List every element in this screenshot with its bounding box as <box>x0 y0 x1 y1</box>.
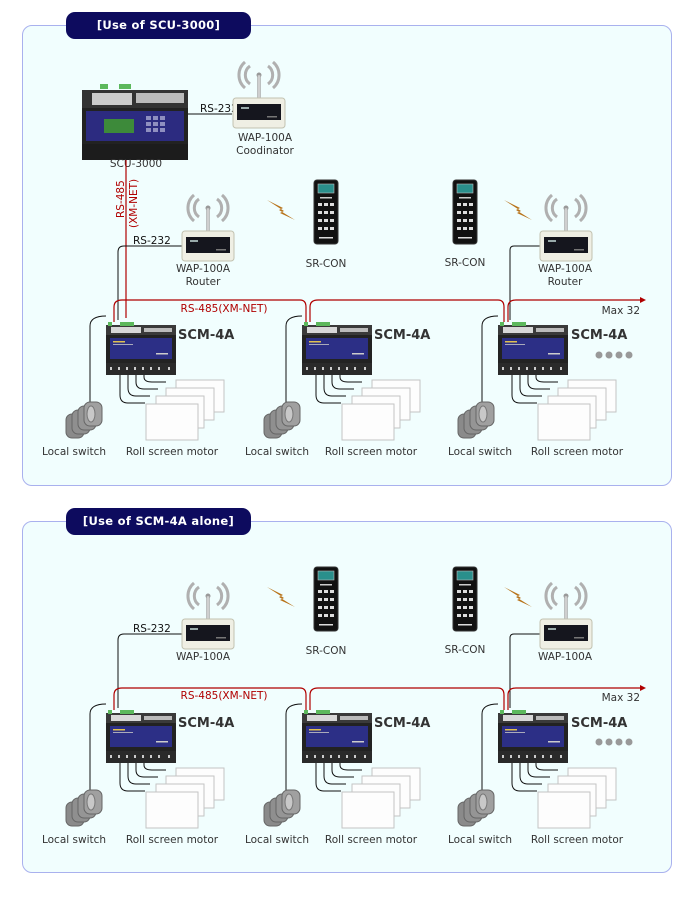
lightning-icon <box>504 587 532 607</box>
max-label: Max 32 <box>602 692 640 704</box>
module-name: SCM-4A <box>178 716 234 731</box>
local-switch-icon <box>457 401 495 439</box>
more-dots-icon <box>595 738 633 746</box>
router1-wire <box>117 633 182 708</box>
local-switch-icon <box>263 401 301 439</box>
motor-label: Roll screen motor <box>325 834 418 846</box>
bus-label: RS-485(XM-NET) <box>181 690 268 702</box>
local-switch-icon <box>65 789 103 827</box>
wap-device-2 <box>538 581 594 651</box>
remote2-label: SR-CON <box>445 257 486 269</box>
router1-link-label: RS-232 <box>133 623 171 635</box>
router2-name: WAP-100A <box>538 263 593 275</box>
module-group-2: SCM-4A Local switch Roll screen motor <box>245 703 430 846</box>
switch-label: Local switch <box>448 834 512 846</box>
local-switch-icon <box>65 401 103 439</box>
sr-con-remote-1 <box>313 179 339 245</box>
scm4a-module <box>498 710 568 763</box>
router1-name: WAP-100A <box>176 263 231 275</box>
router1-link-label: RS-232 <box>133 235 171 247</box>
bus-arrow-icon <box>640 297 646 303</box>
sr-con-remote-2 <box>452 179 478 245</box>
motor-label: Roll screen motor <box>531 446 624 458</box>
remote2-label: SR-CON <box>445 644 486 656</box>
switch-label: Local switch <box>245 446 309 458</box>
motor-label: Roll screen motor <box>325 446 418 458</box>
wap-coordinator-device <box>231 60 287 130</box>
scm4a-module <box>106 710 176 763</box>
switch-label: Local switch <box>42 446 106 458</box>
sr-con-remote-1 <box>313 566 339 632</box>
motor-label: Roll screen motor <box>126 834 219 846</box>
trunk-sublabel: (XM-NET) <box>128 179 140 228</box>
router2-role: Router <box>548 276 583 288</box>
scm4a-module <box>498 322 568 375</box>
router2-name: WAP-100A <box>538 651 593 663</box>
module-group-3: SCM-4A Local switch Roll screen motor <box>448 315 633 458</box>
section-scu3000: SCU-3000 RS-232 WAP-100A Coodinator RS-4… <box>42 60 646 458</box>
switch-label: Local switch <box>42 834 106 846</box>
switch-label: Local switch <box>448 446 512 458</box>
scm4a-module <box>106 322 176 375</box>
coordinator-role: Coodinator <box>236 145 294 157</box>
module-name: SCM-4A <box>374 328 430 343</box>
scu3000-label: SCU-3000 <box>110 158 162 170</box>
router1-name: WAP-100A <box>176 651 231 663</box>
bus-arrow-icon <box>640 685 646 691</box>
sr-con-remote-2 <box>452 566 478 632</box>
scm4a-module <box>302 322 372 375</box>
motor-label: Roll screen motor <box>126 446 219 458</box>
remote1-label: SR-CON <box>306 645 347 657</box>
router2-wire <box>509 245 540 320</box>
module-name: SCM-4A <box>374 716 430 731</box>
router1-wire <box>117 245 182 320</box>
rs485-bus-line <box>113 687 644 710</box>
module-group-1: SCM-4A Local switch Roll screen motor <box>42 703 234 846</box>
lightning-icon <box>267 587 295 607</box>
scm4a-module <box>302 710 372 763</box>
trunk-label: RS-485 <box>115 180 127 218</box>
bus-label: RS-485(XM-NET) <box>181 303 268 315</box>
wap-router1-device <box>180 193 236 263</box>
module-group-2: SCM-4A Local switch Roll screen motor <box>245 315 430 458</box>
module-name: SCM-4A <box>571 328 627 343</box>
scu3000-controller <box>82 84 188 160</box>
remote1-label: SR-CON <box>306 258 347 270</box>
module-group-1: SCM-4A Local switch Roll screen motor <box>42 315 234 458</box>
router2-wire <box>509 633 540 708</box>
motor-label: Roll screen motor <box>531 834 624 846</box>
module-name: SCM-4A <box>178 328 234 343</box>
wap-device-1 <box>180 581 236 651</box>
switch-label: Local switch <box>245 834 309 846</box>
coordinator-name: WAP-100A <box>238 132 293 144</box>
lightning-icon <box>504 200 532 220</box>
router1-role: Router <box>186 276 221 288</box>
module-group-3: SCM-4A Local switch Roll screen motor <box>448 703 633 846</box>
lightning-icon <box>267 200 295 220</box>
section-title-scu3000: [Use of SCU-3000] <box>66 12 251 39</box>
max-label: Max 32 <box>602 305 640 317</box>
local-switch-icon <box>457 789 495 827</box>
section-scm4a-alone: RS-232 WAP-100A SR-CON SR-CON WAP-100A R… <box>42 566 646 846</box>
more-dots-icon <box>595 351 633 359</box>
local-switch-icon <box>263 789 301 827</box>
wap-router2-device <box>538 193 594 263</box>
section-title-scm4a-alone: [Use of SCM-4A alone] <box>66 508 251 535</box>
module-name: SCM-4A <box>571 716 627 731</box>
coordinator-link-label: RS-232 <box>200 103 238 115</box>
rs485-bus-line <box>113 299 644 322</box>
